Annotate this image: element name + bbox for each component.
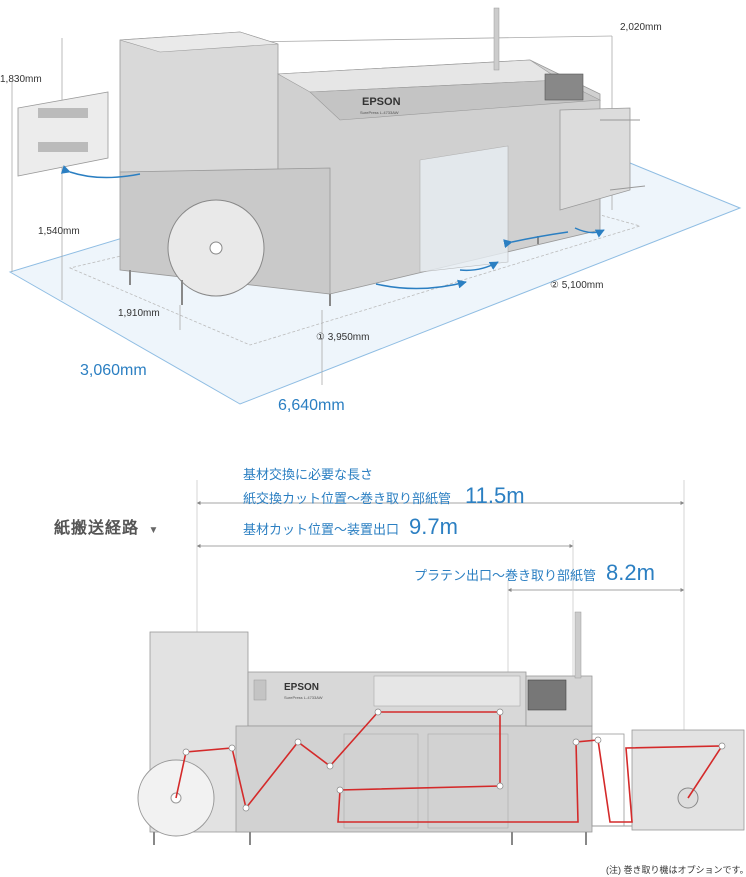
dimension-lines xyxy=(11,35,613,385)
dim-height-1540: 1,540mm xyxy=(38,226,80,237)
paper-path-heading-text: 紙搬送経路 xyxy=(54,520,140,537)
paper-path-heading: 紙搬送経路 ▼ xyxy=(54,514,159,538)
heading-marker-icon: ▼ xyxy=(148,525,160,536)
dim-width-3950: ① 3,950mm xyxy=(316,332,370,343)
dim-height-2020: 2,020mm xyxy=(620,22,662,33)
brand-logo-top: EPSON xyxy=(362,96,401,108)
path3-value: 8.2m xyxy=(606,560,655,585)
brand-logo-bottom: EPSON xyxy=(284,682,320,693)
path1-label: 基材交換に必要な長さ 紙交換カット位置〜巻き取り部紙管 11.5m xyxy=(243,464,525,509)
footnote: (注) 巻き取り機はオプションです。 xyxy=(606,865,746,875)
path3-label: プラテン出口〜巻き取り部紙管 8.2m xyxy=(414,560,655,586)
door-swing-arrows xyxy=(60,165,605,290)
path1-label-line2: 紙交換カット位置〜巻き取り部紙管 xyxy=(243,491,452,506)
path1-value: 11.5m xyxy=(465,483,525,508)
path3-label-text: プラテン出口〜巻き取り部紙管 xyxy=(414,568,597,583)
path2-label-text: 基材カット位置〜装置出口 xyxy=(243,522,400,537)
printer-side-view xyxy=(137,611,745,845)
model-name-top: SurePress L-4733AW xyxy=(360,110,399,115)
path2-label: 基材カット位置〜装置出口 9.7m xyxy=(243,514,458,540)
path1-label-line1: 基材交換に必要な長さ xyxy=(243,467,374,482)
dim-height-1830: 1,830mm xyxy=(0,74,42,85)
dim-depth-1910: 1,910mm xyxy=(118,308,160,319)
dim-width-6640: 6,640mm xyxy=(278,397,345,414)
dim-depth-3060: 3,060mm xyxy=(80,362,147,379)
printer-3d xyxy=(17,7,646,306)
paper-path-rollers xyxy=(182,708,726,812)
model-name-bottom: SurePress L-4733AW xyxy=(284,695,323,700)
dim-width-5100: ② 5,100mm xyxy=(550,280,604,291)
path2-value: 9.7m xyxy=(409,514,458,539)
